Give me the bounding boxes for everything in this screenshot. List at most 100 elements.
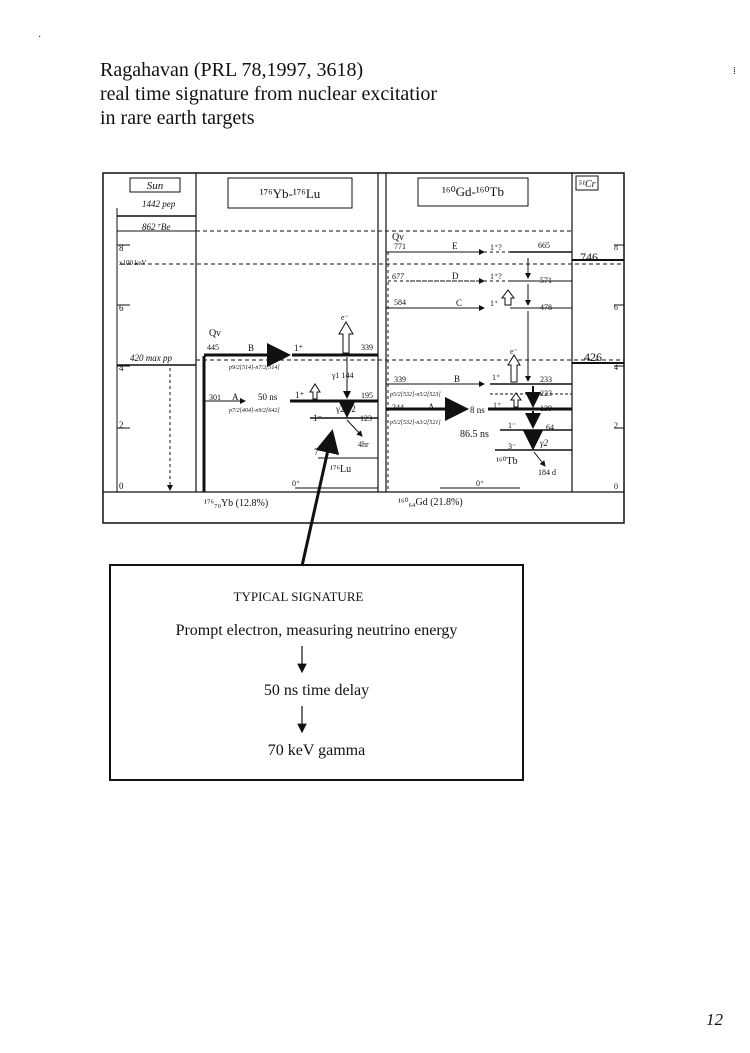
sun-label-pp: 420 max pp (130, 353, 172, 363)
gd-d-spin: 1⁺? (490, 272, 502, 281)
title-line-1: Ragahavan (PRL 78,1997, 3618) (100, 59, 364, 81)
gd-b-label: B (454, 374, 460, 384)
yb-gamma2-label: γ2 72 (335, 404, 356, 414)
yb-a-spin: 1⁺ (295, 390, 305, 400)
gd-electron-label: e⁻ (510, 347, 518, 356)
signature-step-1: Prompt electron, measuring neutrino ener… (175, 622, 458, 639)
yb-a-label: A (232, 392, 239, 402)
gd-c-spin: 1⁺ (490, 299, 498, 308)
yb-a-config: p7/2[404]-n9/2[642] (228, 407, 280, 414)
cr-tick-label-6: 6 (614, 303, 618, 312)
gd-level-339-label: 339 (394, 375, 406, 384)
gd-half-life: 184 d (538, 468, 556, 477)
gd-level-571-label: 571 (540, 276, 552, 285)
gd-decay-arrow (533, 451, 546, 467)
gd-b-config: p5/2[532]-n5/2[523] (389, 392, 441, 398)
gd-header-box (417, 177, 529, 207)
slide-title: Ragahavan (PRL 78,1997, 3618) real time … (100, 58, 437, 130)
gd-c-label: C (456, 298, 462, 308)
signature-box: TYPICAL SIGNATURE Prompt electron, measu… (109, 564, 524, 781)
title-line-2: real time signature from nuclear excitat… (100, 83, 438, 105)
cr-tick-label-8: 8 (614, 243, 618, 252)
sun-tick-label-0: 0 (119, 481, 124, 491)
gd-gamma2-label: γ2 (540, 438, 549, 448)
gd-e-spin: 1⁺? (490, 243, 502, 252)
sun-label-pep: 1442 pep (142, 199, 176, 209)
yb-spin-1minus: 1⁻ (313, 413, 323, 423)
yb-decay-arrow (346, 419, 363, 437)
yb-spin-7minus: 7⁻ (314, 447, 324, 457)
gd-tb-label: ¹⁶⁰Tb (496, 456, 518, 467)
yb-lu-label: ¹⁷⁶Lu (330, 464, 351, 475)
gd-level-244-label: 244 (392, 403, 404, 412)
gd-spin-3minus: 3⁻ (508, 442, 516, 451)
yb-gamma1-label: γ1 144 (331, 371, 354, 380)
cr-tick-label-0: 0 (614, 482, 618, 491)
signature-flow-arrows (297, 646, 307, 734)
yb-b-label: B (248, 343, 254, 353)
yb-header-box (227, 177, 353, 209)
gd-level-233-label: 233 (540, 375, 552, 384)
gd-level-64-label: 64 (546, 423, 554, 432)
yb-electron-arrow-2 (309, 383, 321, 400)
cr-level-426-label: 426 (584, 350, 602, 364)
sun-tick-label-2: 2 (119, 420, 124, 430)
signature-step-3: 70 keV gamma (267, 742, 366, 759)
gd-level-478-label: 478 (540, 303, 552, 312)
gd-level-584-label: 584 (394, 298, 406, 307)
gd-target: ¹⁶⁰₆₄Gd (21.8%) (398, 497, 463, 508)
gd-electron-arrow-c (501, 289, 515, 306)
gd-tb-header: ¹⁶⁰Gd-¹⁶⁰Tb (442, 184, 504, 199)
page-number: 12 (706, 1010, 723, 1029)
yb-time-50ns: 50 ns (258, 392, 278, 402)
gd-b-spin: 1⁺ (492, 373, 500, 382)
yb-level-195-label: 195 (361, 391, 373, 400)
cr-tick-label-4: 4 (614, 363, 618, 372)
gd-level-771-label: 771 (394, 242, 406, 251)
gd-level-677-label: 677 (392, 272, 405, 281)
gd-electron-arrow-b (507, 354, 521, 383)
gd-a-spin: 1⁺ (493, 401, 501, 410)
sun-tick-label-8: 8 (119, 243, 124, 253)
signature-pointer-arrow (300, 429, 340, 567)
yb-electron-label: e⁻ (341, 313, 349, 322)
gd-electron-arrow-a (510, 392, 522, 408)
gd-level-139-label: 139 (540, 404, 552, 413)
yb-level-123-label: 123 (360, 414, 372, 423)
scan-speck: · (38, 32, 42, 43)
sun-tick-label-6: 6 (119, 303, 124, 313)
sun-label-be7: 862 ⁷Be (142, 222, 170, 232)
gd-a-config: p5/2[532]-n3/2[521] (389, 420, 441, 426)
gd-time-86ns: 86.5 ns (460, 429, 489, 440)
gd-d-label: D (452, 271, 459, 281)
gd-ground-spin: 0⁺ (476, 479, 484, 488)
gd-level-223-label: 223 (540, 389, 552, 398)
yb-level-339-label: 339 (361, 343, 373, 352)
cr-header-box (575, 175, 599, 191)
yb-level-301-label: 301 (209, 393, 221, 402)
yb-ground-spin: 0⁺ (292, 479, 300, 488)
gd-qv: Qν (392, 232, 404, 243)
gd-e-label: E (452, 241, 458, 251)
cr-header: ⁵¹Cr (578, 179, 595, 190)
gd-spin-1minus: 1⁻ (508, 421, 516, 430)
sun-header-box (129, 177, 181, 193)
signature-step-2: 50 ns time delay (263, 682, 370, 699)
signature-heading: TYPICAL SIGNATURE (233, 589, 364, 604)
sun-header: Sun (147, 180, 164, 192)
sun-tick-label-4: 4 (119, 363, 124, 373)
yb-qv: Qν (209, 328, 221, 339)
sun-unit: x100 keV (119, 259, 146, 267)
gd-level-665-label: 665 (538, 241, 550, 250)
yb-half-life: 4hr (358, 440, 369, 449)
gd-time-8ns: 8 ns (470, 405, 485, 415)
diagram-frame (102, 172, 625, 524)
cr-level-746-label: 746 (580, 250, 598, 264)
yb-target: ¹⁷⁶₇₀Yb (12.8%) (204, 498, 268, 509)
cr-tick-label-2: 2 (614, 421, 618, 430)
yb-electron-arrow-1 (338, 321, 354, 354)
yb-b-spin: 1⁺ (294, 343, 304, 353)
title-line-3: in rare earth targets (100, 107, 255, 129)
gd-a-label: A (428, 402, 435, 412)
